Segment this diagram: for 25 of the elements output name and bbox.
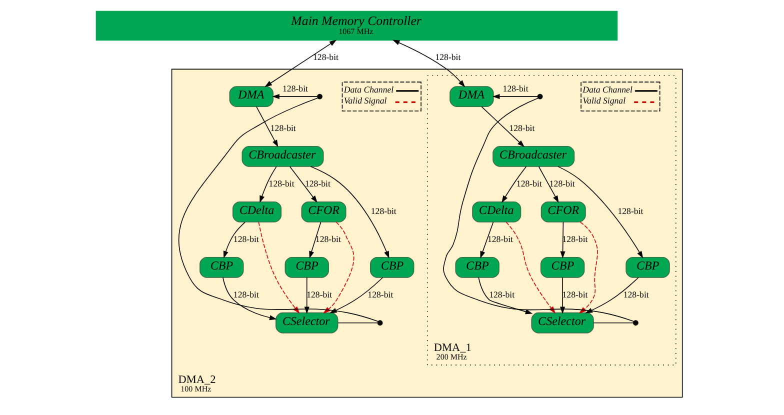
edge-label: 128-bit (304, 178, 330, 188)
legend-label: Data Channel (343, 84, 394, 94)
legend-label: Valid Signal (582, 96, 626, 106)
edge-label: 128-bit (370, 206, 396, 216)
edge-label: 128-bit (270, 122, 296, 133)
edge-label: 128-bit (617, 206, 643, 216)
edge-label: 128-bit (367, 289, 393, 300)
edge-label: 128-bit (282, 84, 308, 94)
edge-label: 128-bit (516, 178, 542, 188)
edge-label: 128-bit (232, 234, 258, 244)
edge-label: 128-bit (488, 289, 514, 300)
edge-label: 128-bit (434, 52, 460, 62)
edge-label: 128-bit (306, 289, 332, 300)
edge-label: 128-bit (548, 178, 574, 188)
edge-label: 128-bit (312, 52, 338, 62)
edge-label: 128-bit (562, 289, 588, 300)
edge-label: 128-bit (508, 122, 534, 133)
legend-label: Data Channel (582, 84, 632, 94)
edge-label: 128-bit (622, 289, 648, 300)
edge-label: 128-bit (486, 234, 512, 244)
legend-label: Valid Signal (343, 96, 386, 106)
edge-label: 128-bit (232, 289, 258, 300)
edge-label: 128-bit (502, 84, 528, 94)
edge-label: 128-bit (314, 234, 340, 244)
edge-label: 128-bit (268, 178, 294, 188)
